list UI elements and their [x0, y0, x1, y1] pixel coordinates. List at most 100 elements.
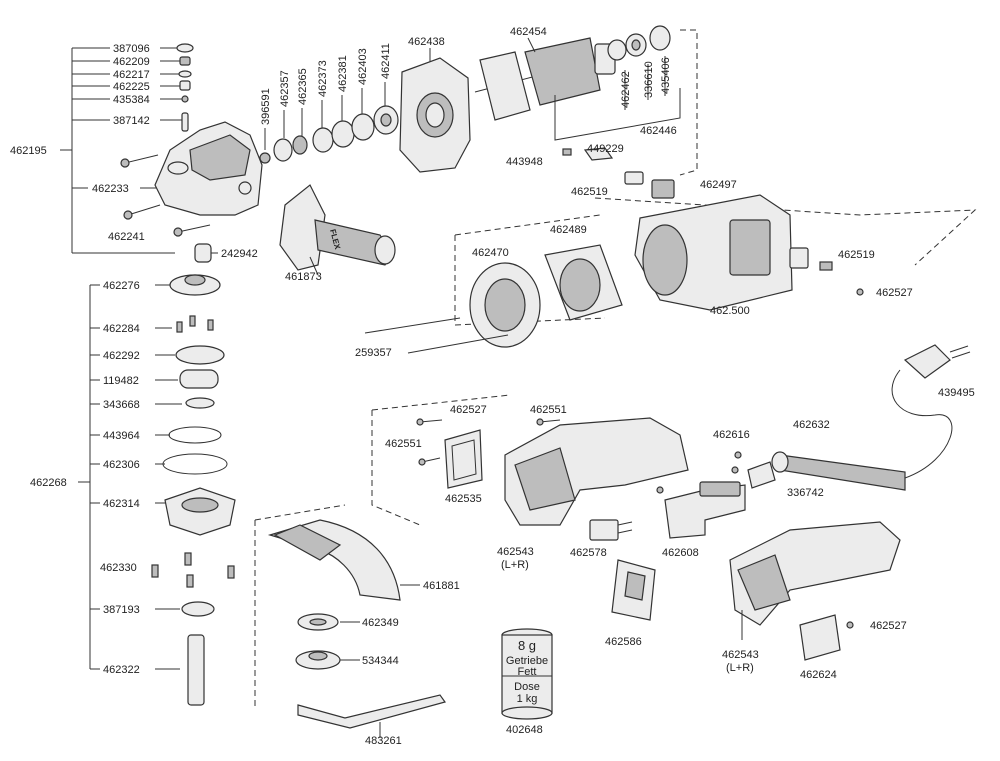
power-cord-439495	[891, 344, 971, 479]
spindle-small-parts	[176, 43, 194, 132]
label-462551-top: 462551	[530, 404, 567, 416]
label-402648: 402648	[506, 724, 543, 736]
label-462373: 462373	[317, 60, 329, 97]
label-259357: 259357	[355, 347, 392, 359]
label-443964: 443964	[103, 430, 140, 442]
label-387193: 387193	[103, 604, 140, 616]
motor-housing-462500	[634, 194, 864, 311]
grease-line3: Dose	[514, 681, 540, 693]
label-462632: 462632	[793, 419, 830, 431]
label-462519-right: 462519	[838, 249, 875, 261]
brush-holder-parts	[562, 147, 675, 199]
strain-relief	[731, 451, 776, 489]
label-387096: 387096	[113, 43, 150, 55]
label-462446: 462446	[640, 125, 677, 137]
label-439495: 439495	[938, 387, 975, 399]
grease-line4: 1 kg	[517, 693, 538, 705]
cord-sleeve-462632	[771, 451, 906, 491]
label-343668: 343668	[103, 399, 140, 411]
label-462276: 462276	[103, 280, 140, 292]
label-462586: 462586	[605, 636, 642, 648]
label-462209: 462209	[113, 56, 150, 68]
label-462543-a: 462543	[497, 546, 534, 558]
label-534344: 534344	[362, 655, 399, 667]
label-462268: 462268	[30, 477, 67, 489]
switch-462608	[656, 481, 746, 539]
label-462357: 462357	[279, 70, 291, 107]
label-462365: 462365	[297, 68, 309, 105]
bracket-462268	[78, 284, 182, 670]
label-462616: 462616	[713, 429, 750, 441]
label-462470: 462470	[472, 247, 509, 259]
label-462241: 462241	[108, 231, 145, 243]
bracket-462446	[554, 56, 681, 141]
grease-line1: Getriebe	[506, 655, 548, 667]
rear-housing-462543	[416, 417, 689, 526]
label-462314: 462314	[103, 498, 140, 510]
flange-462438	[399, 48, 471, 173]
label-462624: 462624	[800, 669, 837, 681]
label-462527-bottom: 462527	[870, 620, 907, 632]
part-labels: 387096 462209 462217 462225 435384 38714…	[10, 26, 975, 747]
bearing-row	[259, 82, 399, 164]
label-396591: 396591	[260, 88, 272, 125]
label-462225: 462225	[113, 81, 150, 93]
label-461881: 461881	[423, 580, 460, 592]
label-462306: 462306	[103, 459, 140, 471]
grease-tin-402648	[501, 628, 553, 720]
bracket-462195	[60, 47, 218, 254]
label-462578: 462578	[570, 547, 607, 559]
armature-462454	[474, 25, 671, 121]
label-462438: 462438	[408, 36, 445, 48]
label-462543-b: 462543	[722, 649, 759, 661]
label-462543-a-sub: (L+R)	[501, 559, 529, 571]
label-443948: 443948	[506, 156, 543, 168]
label-462411: 462411	[380, 43, 392, 79]
label-119482: 119482	[103, 375, 139, 387]
label-462462: 462462	[620, 71, 632, 108]
spanner-483261	[297, 694, 446, 738]
label-462233: 462233	[92, 183, 129, 195]
label-462195: 462195	[10, 145, 47, 157]
label-462349: 462349	[362, 617, 399, 629]
label-462292: 462292	[103, 350, 140, 362]
label-462519-upper: 462519	[571, 186, 608, 198]
side-handle-461873	[279, 184, 396, 276]
label-462284: 462284	[103, 323, 140, 335]
label-462497: 462497	[700, 179, 737, 191]
label-435384: 435384	[113, 94, 150, 106]
label-462489: 462489	[550, 224, 587, 236]
capacitor-462578	[589, 519, 633, 541]
label-462543-b-sub: (L+R)	[726, 662, 754, 674]
flange-nuts	[295, 613, 360, 670]
label-483261: 483261	[365, 735, 402, 747]
label-387142: 387142	[113, 115, 150, 127]
label-461873: 461873	[285, 271, 322, 283]
dashed-group-mid	[371, 394, 511, 526]
label-462330: 462330	[100, 562, 137, 574]
label-336610: 336610	[643, 61, 655, 98]
label-449229: 449229	[587, 143, 624, 155]
wheel-guard-461881	[254, 504, 420, 710]
label-462527-right: 462527	[876, 287, 913, 299]
label-462500: 462.500	[710, 305, 750, 317]
label-462322: 462322	[103, 664, 140, 676]
stator-parts	[364, 244, 623, 354]
gear-housing-462233	[120, 121, 263, 263]
label-435406: 435406	[660, 57, 672, 94]
label-462551-left: 462551	[385, 438, 422, 450]
label-462381: 462381	[337, 55, 349, 92]
grease-line2: Fett	[518, 666, 537, 678]
label-462403: 462403	[357, 48, 369, 85]
housing-half-462543	[729, 521, 901, 661]
grease-amount: 8 g	[518, 638, 536, 653]
label-462454: 462454	[510, 26, 547, 38]
gear-spindle-stack	[151, 274, 236, 706]
label-462608: 462608	[662, 547, 699, 559]
label-462527-mid: 462527	[450, 404, 487, 416]
label-462535: 462535	[445, 493, 482, 505]
label-462217: 462217	[113, 69, 150, 81]
module-462586	[611, 559, 656, 621]
label-336742: 336742	[787, 487, 824, 499]
